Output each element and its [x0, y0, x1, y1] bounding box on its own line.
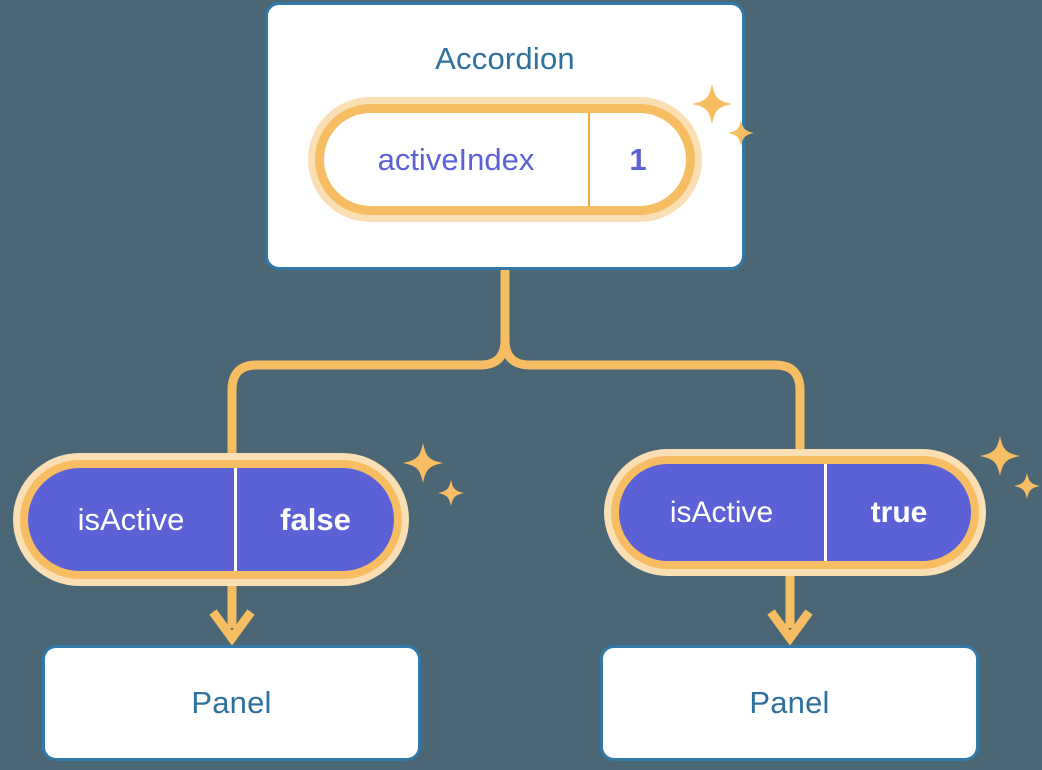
sparkles-icon — [980, 436, 1040, 499]
arrow-down-icon-left — [209, 609, 255, 646]
prop-pill-isactive-true[interactable]: isActive true — [604, 449, 986, 576]
state-pill-activeindex[interactable]: activeIndex 1 — [308, 97, 702, 222]
state-pill-value: 1 — [629, 141, 647, 177]
connector-root-to-left — [227, 266, 510, 460]
prop-pill-key: isActive — [619, 464, 827, 561]
sparkles-icon-right — [978, 432, 1042, 504]
prop-pill-value: true — [870, 495, 928, 529]
prop-pill-key: isActive — [28, 468, 237, 571]
state-pill-body: activeIndex 1 — [315, 104, 695, 215]
component-card-panel-right[interactable]: Panel — [600, 645, 979, 761]
sparkles-icon — [403, 443, 464, 506]
prop-pill-body: isActive false — [20, 460, 402, 579]
component-card-panel-left[interactable]: Panel — [42, 645, 421, 761]
prop-pill-body: isActive true — [611, 456, 979, 569]
arrow-down-icon-right — [767, 609, 813, 646]
component-title-panel-left: Panel — [191, 685, 272, 720]
prop-pill-isactive-false[interactable]: isActive false — [13, 453, 409, 586]
sparkles-icon-left — [398, 440, 470, 512]
state-pill-key: activeIndex — [324, 113, 590, 206]
component-title-panel-right: Panel — [749, 685, 830, 720]
connector-root-to-right — [500, 266, 805, 455]
prop-pill-value: false — [280, 501, 351, 537]
component-title-accordion: Accordion — [435, 41, 575, 76]
